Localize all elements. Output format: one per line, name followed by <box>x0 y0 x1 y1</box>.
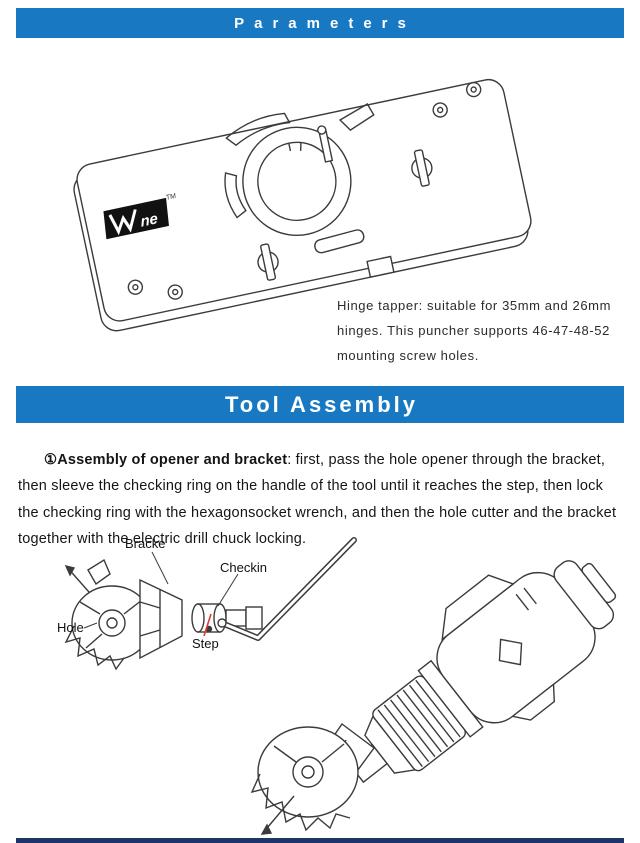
bracket <box>139 578 183 660</box>
tool-shaft-step <box>225 606 263 630</box>
caption-line: hinges. This puncher supports 46-47-48-5… <box>337 323 610 338</box>
hinge-jig-illustration: TM ne <box>0 46 640 380</box>
assembly-diagram-drawing <box>64 537 617 835</box>
tool-assembly-title: Tool Assembly <box>224 391 419 417</box>
assembly-instructions: ①Assembly of opener and bracket: first, … <box>18 447 624 553</box>
tool-assembly-section-header: Tool Assembly <box>16 386 624 423</box>
assembly-lead-text: Assembly of opener and bracket <box>57 451 288 468</box>
assembly-body-text: : first, pass the hole opener through th… <box>18 451 617 548</box>
label-checking-ring: Checkin <box>220 560 267 575</box>
leader-lines <box>83 551 239 637</box>
t-pin <box>411 149 433 187</box>
svg-text:ne: ne <box>140 210 159 231</box>
jig-plate: TM ne <box>73 78 532 332</box>
center-ring <box>242 126 352 237</box>
label-bracket: Bracke <box>125 536 166 551</box>
parameters-section-header: Parameters <box>16 8 624 38</box>
label-step: Step <box>192 636 219 651</box>
caption-line: mounting screw holes. <box>337 348 479 363</box>
assembly-step-number: ① <box>44 451 58 468</box>
hinge-jig-drawing: TM ne <box>73 78 532 332</box>
label-hole-opener: Hole <box>57 620 84 635</box>
next-section-band <box>16 838 624 843</box>
svg-text:TM: TM <box>166 193 177 202</box>
caption-line: Hinge tapper: suitable for 35mm and 26mm <box>337 298 612 313</box>
t-pin <box>257 243 279 281</box>
hex-wrench <box>217 537 357 641</box>
parameters-title: Parameters <box>234 14 416 32</box>
electric-drill <box>347 560 617 784</box>
hinge-tapper-caption: Hinge tapper: suitable for 35mm and 26mm… <box>337 293 632 368</box>
brand-logo: TM ne <box>103 193 177 240</box>
mounted-hole-cutter <box>250 723 375 835</box>
assembly-diagrams <box>0 528 640 843</box>
hole-opener-cutter <box>64 558 153 671</box>
